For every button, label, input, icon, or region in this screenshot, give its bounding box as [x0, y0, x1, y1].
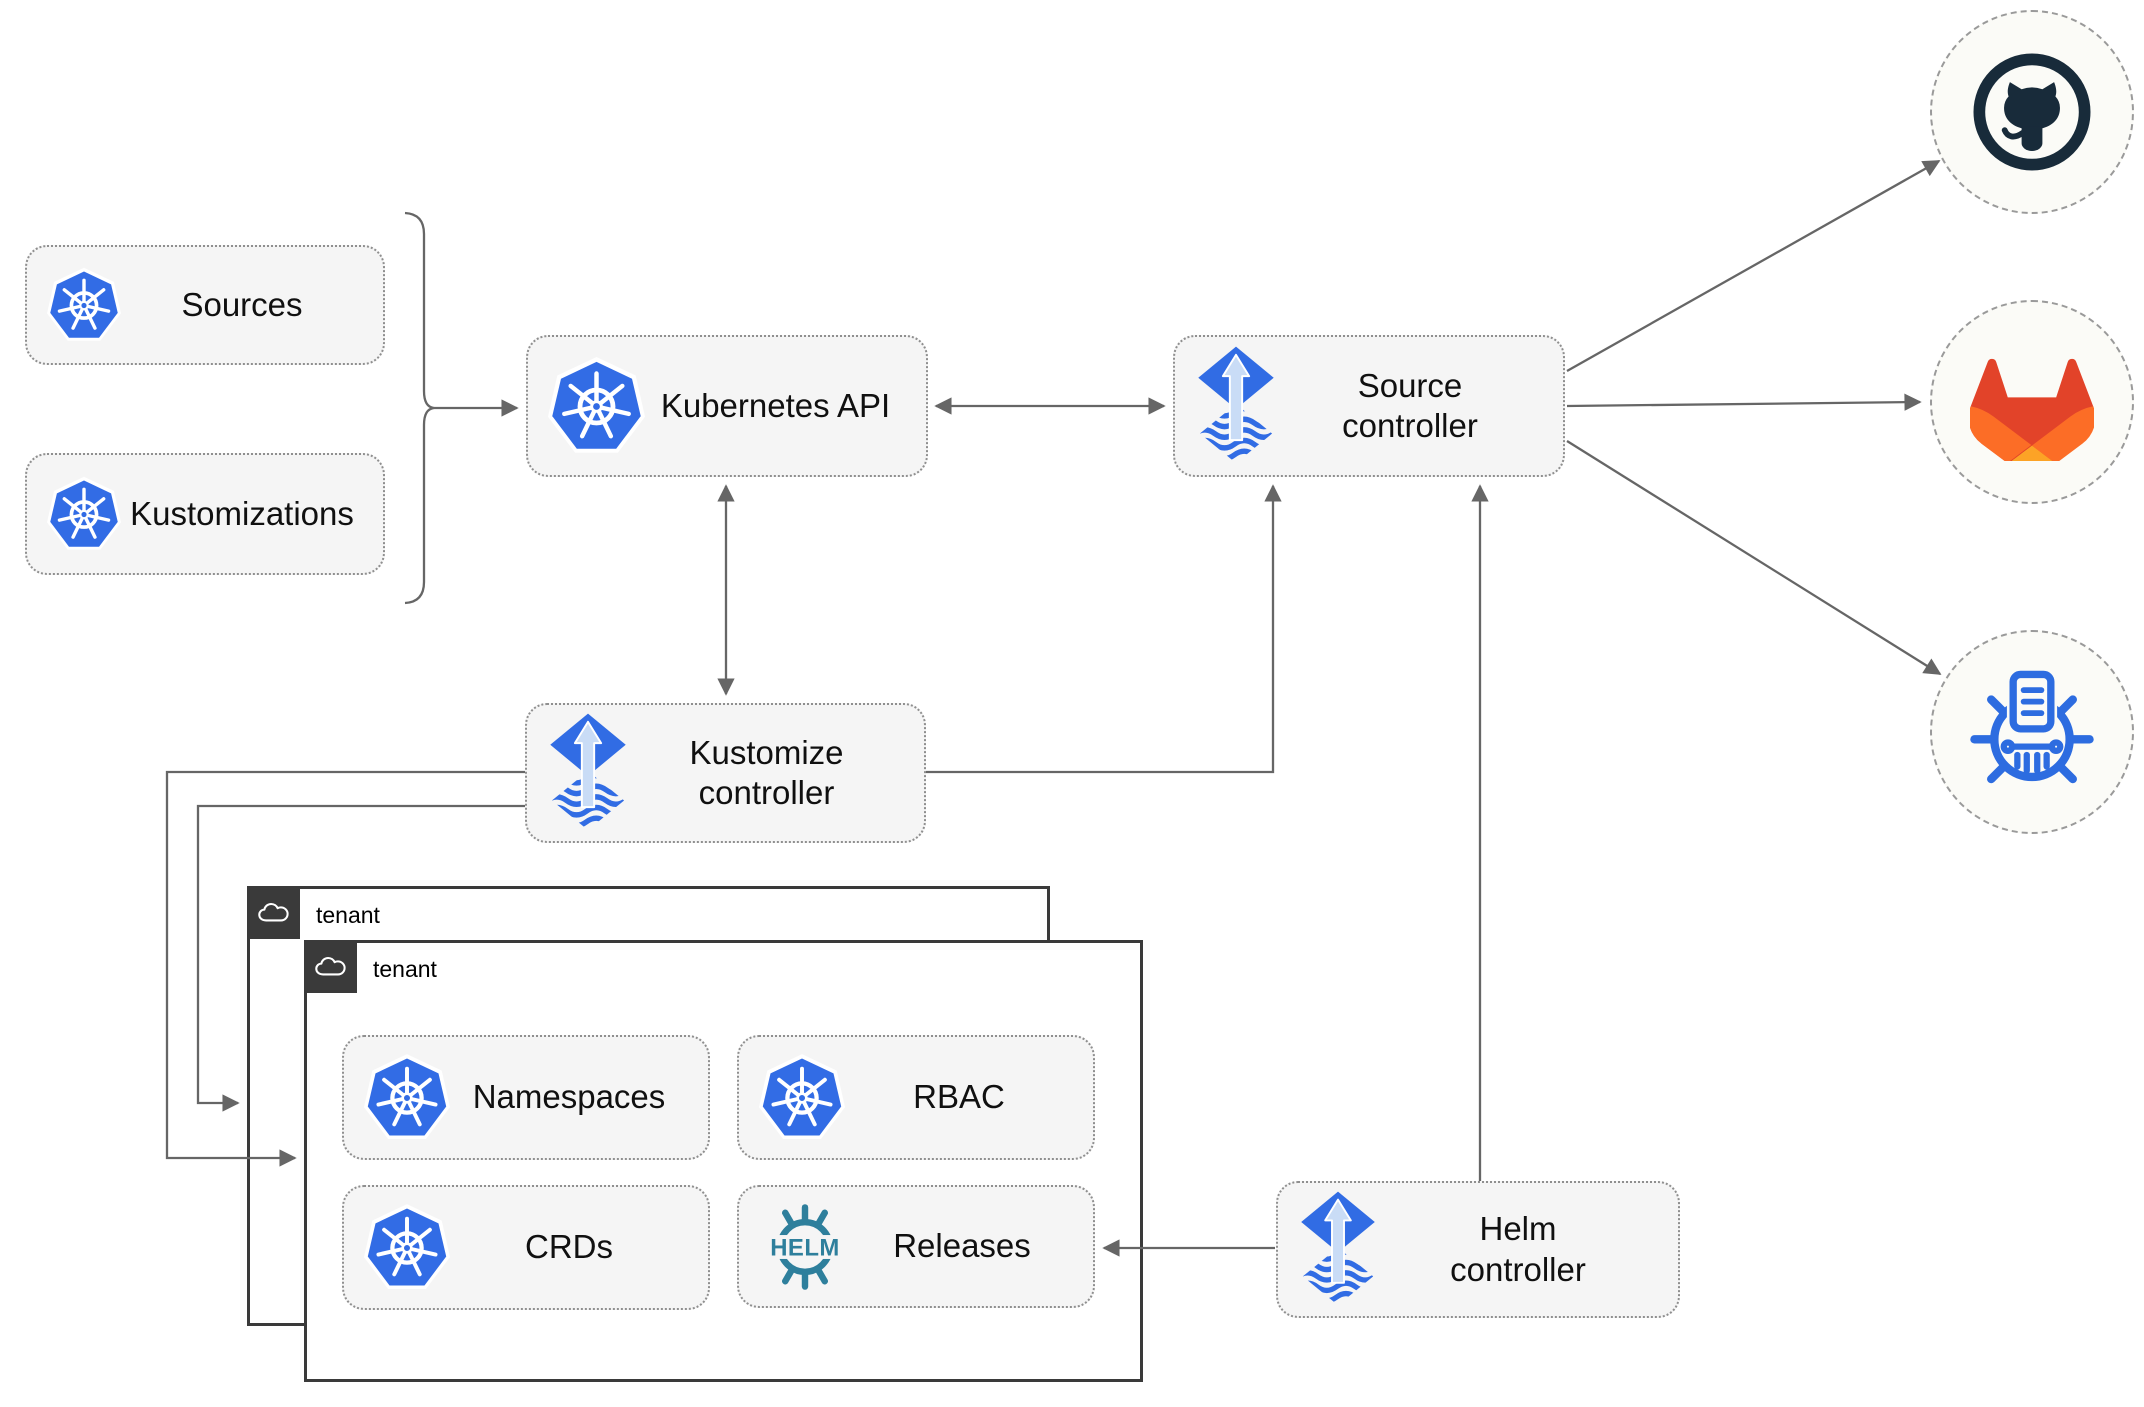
kustomize-controller-label: Kustomize controller [689, 733, 844, 811]
kubernetes-icon [364, 1203, 450, 1293]
rbac-label: RBAC [913, 1078, 1005, 1116]
kubernetes-icon [759, 1053, 845, 1143]
crds-node: CRDs [342, 1185, 710, 1310]
helm-wordmark: HELM [770, 1234, 840, 1261]
edge-kustomize-to-source-controller [926, 484, 1282, 774]
kubernetes-icon [548, 356, 645, 457]
helm-controller-node: Helm controller [1276, 1181, 1680, 1318]
tenant-group-front: tenant [304, 940, 1143, 1382]
flux-icon [1298, 1190, 1378, 1310]
namespaces-node: Namespaces [342, 1035, 710, 1160]
brace-sources-group [404, 211, 435, 605]
flux-icon [1195, 345, 1277, 468]
namespaces-label: Namespaces [472, 1078, 666, 1116]
sources-node: Sources [25, 245, 385, 365]
kustomize-controller-node: Kustomize controller [525, 703, 926, 843]
tenant-tab [304, 940, 357, 993]
source-controller-node: Source controller [1173, 335, 1565, 477]
rbac-node: RBAC [737, 1035, 1095, 1160]
kustomizations-label: Kustomizations [130, 494, 354, 532]
tenant-label: tenant [316, 902, 380, 928]
flux-icon [547, 712, 629, 835]
kubernetes-icon [47, 476, 121, 553]
gitlab-icon [1970, 344, 2094, 461]
cloud-icon [257, 900, 291, 925]
sources-label: Sources [181, 285, 303, 323]
gitlab-endpoint [1930, 300, 2134, 504]
releases-node: HELM Releases [737, 1185, 1095, 1308]
kubernetes-icon [47, 267, 121, 344]
releases-label: Releases [893, 1227, 1031, 1265]
container-registry-endpoint [1930, 630, 2134, 834]
crds-label: CRDs [525, 1228, 613, 1266]
kubernetes-icon [364, 1053, 450, 1143]
tenant-tab [247, 886, 300, 939]
github-endpoint [1930, 10, 2134, 214]
helm-controller-label: Helm controller [1450, 1210, 1586, 1288]
github-icon [1967, 47, 2097, 177]
cloud-icon [314, 954, 348, 979]
edge-source-to-github [1566, 159, 1941, 373]
helm-icon: HELM [759, 1203, 851, 1290]
edge-source-to-gitlab [1566, 393, 1922, 411]
kustomizations-node: Kustomizations [25, 453, 385, 575]
source-controller-label: Source controller [1342, 366, 1478, 444]
kubernetes-api-node: Kubernetes API [526, 335, 928, 477]
tenant-label: tenant [373, 956, 437, 982]
container-registry-icon [1964, 664, 2100, 800]
kubernetes-api-label: Kubernetes API [660, 386, 891, 424]
edge-source-to-registry [1566, 440, 1942, 675]
